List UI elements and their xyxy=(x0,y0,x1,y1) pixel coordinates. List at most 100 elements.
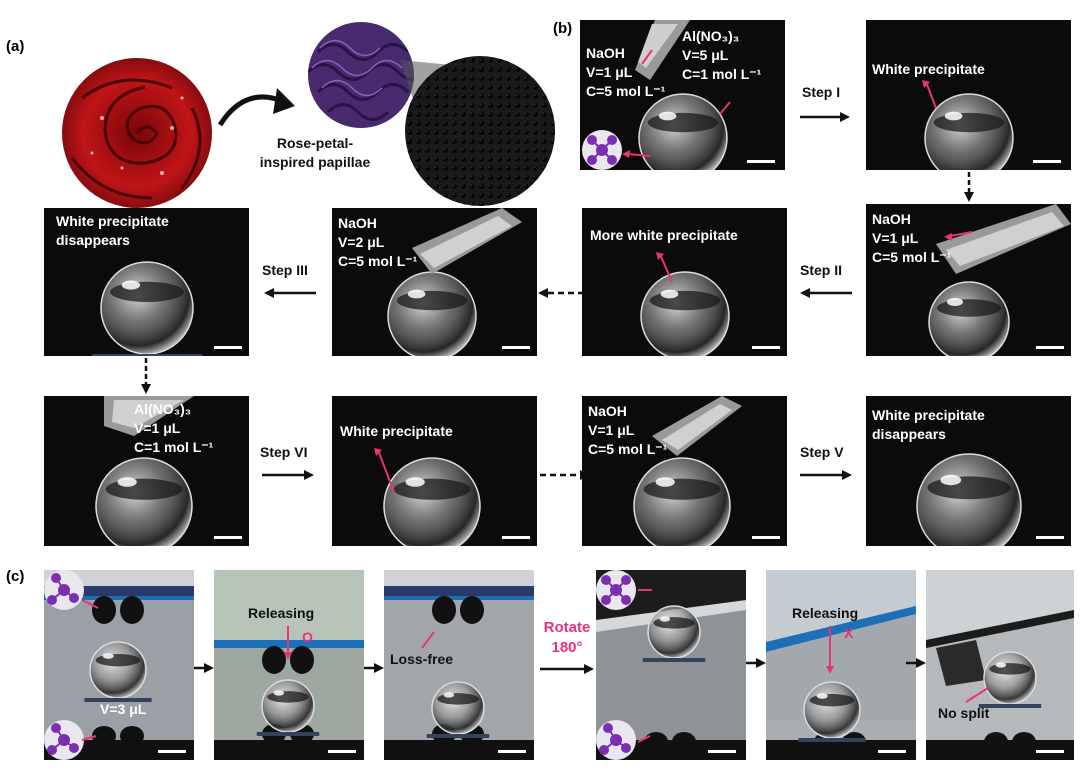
b1-r2: V=5 μL xyxy=(682,47,729,63)
scale-bar xyxy=(752,346,780,349)
step2-label: Step II xyxy=(800,262,843,278)
photo-b3: NaOH V=1 μL C=5 mol L⁻¹ xyxy=(866,204,1071,356)
molecule-icon xyxy=(44,570,84,610)
b1-l3: C=5 mol L⁻¹ xyxy=(586,83,666,99)
rotate-line2: 180° xyxy=(551,639,583,656)
dashed-arrow-down-2 xyxy=(141,358,151,394)
step6-label: Step VI xyxy=(260,444,308,460)
arrow-c1 xyxy=(194,663,214,673)
b1-l1: NaOH xyxy=(586,45,625,61)
pipette-icon xyxy=(652,396,742,456)
scale-bar xyxy=(498,750,526,753)
rose-petal-caption: Rose-petal- inspired papillae xyxy=(250,134,380,172)
scale-bar xyxy=(1036,346,1064,349)
b10-label: White precipitate disappears xyxy=(872,406,985,444)
droplet-c3 xyxy=(426,681,490,738)
scale-bar xyxy=(708,750,736,753)
c5-x-mark: X xyxy=(844,625,854,641)
arrow-c4 xyxy=(746,658,766,668)
droplet-c2 xyxy=(256,679,320,736)
molecule-icon xyxy=(44,720,84,760)
b10-l2: disappears xyxy=(872,426,946,442)
panel-label-c: (c) xyxy=(6,568,25,585)
b6-l2: disappears xyxy=(56,232,130,248)
photo-b10: White precipitate disappears xyxy=(866,396,1071,546)
pipette-icon xyxy=(412,208,522,274)
c2-releasing-label: Releasing xyxy=(248,605,315,621)
b10-l1: White precipitate xyxy=(872,407,985,423)
rotate-line1: Rotate xyxy=(543,619,591,636)
droplet-b2 xyxy=(924,93,1014,170)
b1-r1: Al(NO₃)₃ xyxy=(682,28,740,44)
scale-bar xyxy=(502,536,530,539)
droplet-c6 xyxy=(978,651,1042,708)
c3-loss-free-label: Loss-free xyxy=(390,651,454,667)
scale-bar xyxy=(878,750,906,753)
photo-b4: More white precipitate xyxy=(582,208,787,356)
droplet-b1 xyxy=(638,93,728,170)
arrow-step2 xyxy=(800,288,852,298)
b9-l2: V=1 μL xyxy=(588,422,635,438)
b5-l2: V=2 μL xyxy=(338,234,385,250)
b1-alno3-label: Al(NO₃)₃ V=5 μL C=1 mol L⁻¹ xyxy=(682,27,761,84)
b9-l1: NaOH xyxy=(588,403,627,419)
b7-l2: V=1 μL xyxy=(134,420,181,436)
arrow-rotate xyxy=(540,664,594,674)
rose-caption-line2: inspired papillae xyxy=(259,154,371,170)
b1-l2: V=1 μL xyxy=(586,64,633,80)
b7-l1: Al(NO₃)₃ xyxy=(134,401,192,417)
pipette-icon xyxy=(936,204,1071,274)
pipette-icon xyxy=(104,396,194,436)
molecule-icon xyxy=(596,720,636,760)
b5-naoh-label: NaOH V=2 μL C=5 mol L⁻¹ xyxy=(338,214,417,271)
scale-bar xyxy=(1033,160,1061,163)
b5-l3: C=5 mol L⁻¹ xyxy=(338,253,418,269)
rose-image xyxy=(62,58,212,208)
rotate-label: Rotate 180° xyxy=(535,618,599,658)
photo-c1: V=3 μL xyxy=(44,570,194,760)
arrow-c5 xyxy=(906,658,926,668)
b6-l1: White precipitate xyxy=(56,213,169,229)
panel-label-b: (b) xyxy=(553,20,573,37)
scale-bar xyxy=(747,160,775,163)
scale-bar xyxy=(214,346,242,349)
curved-arrow-icon xyxy=(215,80,295,130)
molecule-icon xyxy=(596,570,636,610)
b9-naoh-label: NaOH V=1 μL C=5 mol L⁻¹ xyxy=(588,402,667,459)
b4-precipitate-label: More white precipitate xyxy=(590,227,738,243)
b3-l3: C=5 mol L⁻¹ xyxy=(872,249,952,265)
c5-releasing-label: Releasing xyxy=(792,605,859,621)
arrow-step5 xyxy=(800,470,852,480)
step5-label: Step V xyxy=(800,444,844,460)
papillae-closeup-image xyxy=(405,56,555,206)
photo-c5: Releasing X xyxy=(766,570,916,760)
papillae-sphere-image xyxy=(308,22,414,128)
panel-label-a: (a) xyxy=(6,38,25,55)
arrow-c2 xyxy=(364,663,384,673)
step3-label: Step III xyxy=(262,262,308,278)
b5-l1: NaOH xyxy=(338,215,377,231)
b2-precipitate-label: White precipitate xyxy=(872,61,985,77)
step1-label: Step I xyxy=(802,84,841,100)
photo-c4 xyxy=(596,570,746,760)
b1-r3: C=1 mol L⁻¹ xyxy=(682,66,762,82)
droplet-b10 xyxy=(916,453,1022,546)
rose-caption-line1: Rose-petal- xyxy=(276,135,354,151)
b8-precipitate-label: White precipitate xyxy=(340,423,453,439)
droplet-b7 xyxy=(95,457,193,546)
droplet-b8 xyxy=(383,457,481,546)
scale-bar xyxy=(502,346,530,349)
scale-bar xyxy=(328,750,356,753)
photo-b9: NaOH V=1 μL C=5 mol L⁻¹ xyxy=(582,396,787,546)
droplet-b3 xyxy=(928,281,1010,356)
photo-c2: Releasing O xyxy=(214,570,364,760)
arrow-step1 xyxy=(800,112,850,122)
b6-label: White precipitate disappears xyxy=(56,212,169,250)
droplet-b5 xyxy=(387,271,477,356)
c6-no-split-label: No split xyxy=(938,705,990,721)
photo-b5: NaOH V=2 μL C=5 mol L⁻¹ xyxy=(332,208,537,356)
b1-naoh-label: NaOH V=1 μL C=5 mol L⁻¹ xyxy=(586,44,665,101)
photo-c3: Loss-free xyxy=(384,570,534,760)
arrow-step6 xyxy=(262,470,314,480)
molecule-icon xyxy=(582,130,622,170)
